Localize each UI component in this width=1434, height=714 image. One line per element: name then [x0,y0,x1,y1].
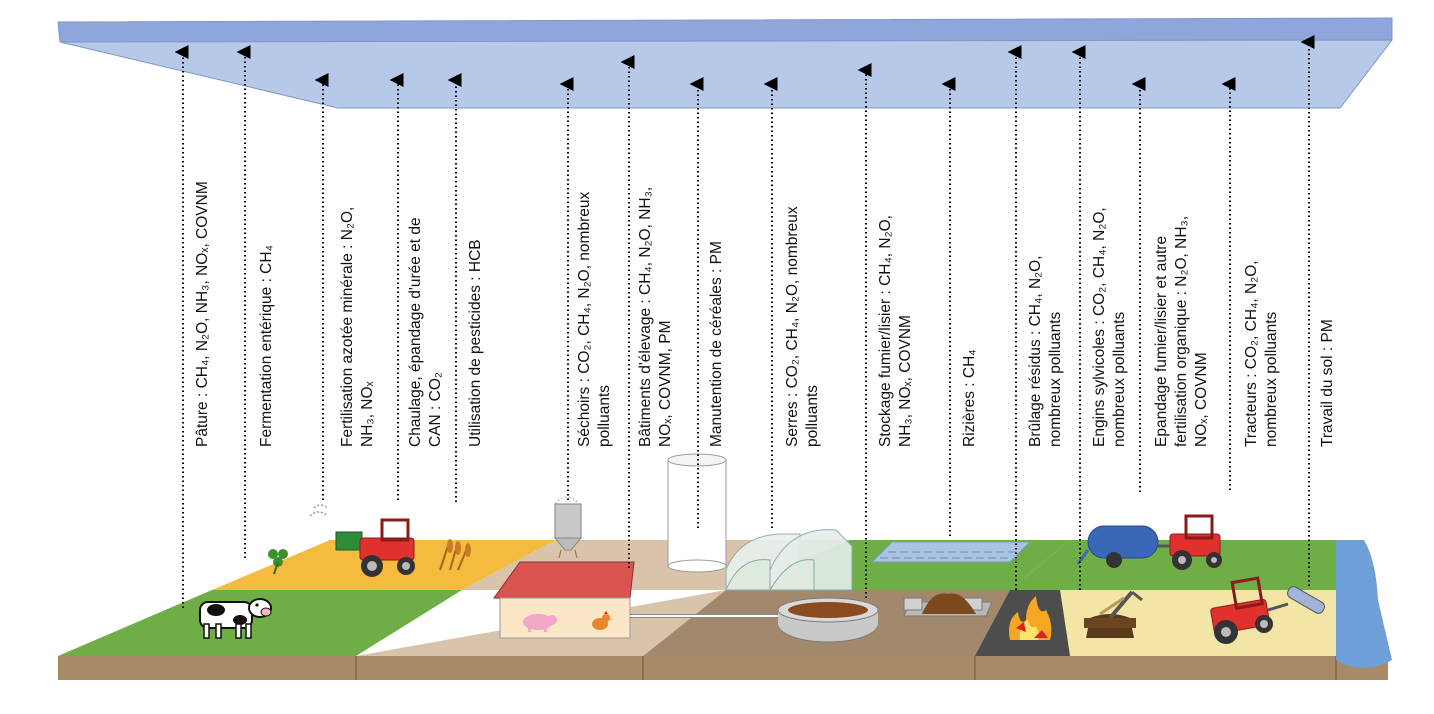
plough-tractor-icon [1210,576,1325,644]
canal [1336,540,1392,668]
label-fermentation: Fermentation entérique : CH₄ [257,245,277,447]
label-engins: Engins sylvicoles : CO₂, CH₄, N₂O,nombre… [1090,207,1130,447]
label-epandage-line-3: NOₓ, COVNM [1193,352,1210,447]
atmosphere-top-edge [57,17,1393,43]
silo-icon [553,496,583,559]
label-epandage-line-2: fertilisation organique : N₂O, NH₃, [1173,215,1190,447]
label-fertilisation: Fertilisation azotée minérale : N₂O,NH₃,… [338,207,378,447]
label-serres-line-1: Serres : CO₂, CH₄, N₂O, nombreux [784,206,801,447]
label-batiments-line-2: NOₓ, COVNM, PM [657,320,674,447]
manure-pit-icon [777,597,879,643]
atmosphere-slab [59,39,1394,109]
rice-paddy-icon [870,541,1032,563]
label-fertilisation-line-2: NH₃, NOₓ [359,381,376,447]
greenhouse-icon [725,529,853,591]
label-fermentation-line-1: Fermentation entérique : CH₄ [258,245,275,447]
label-manutention-line-1: Manutention de céréales : PM [708,241,725,447]
slurry-tanker-icon [1076,514,1222,570]
label-travail-line-1: Travail du sol : PM [1319,319,1336,447]
label-serres-line-2: polluants [804,384,821,447]
forest-machine-icon [1084,590,1143,638]
label-batiments: Bâtiments d'élevage : CH₄, N₂O, NH₃,NOₓ,… [636,187,676,447]
label-paturage-line-1: Pâture : CH₄, N₂O, NH₃, NOₓ, COVNM [194,181,211,447]
label-brulage-line-1: Brûlage résidus : CH₄, N₂O, [1027,255,1044,447]
label-paturage: Pâture : CH₄, N₂O, NH₃, NOₓ, COVNM [193,181,213,447]
cow-icon [199,598,272,639]
label-rizieres: Rizières : CH₄ [960,349,980,447]
label-tracteurs-line-1: Tracteurs : CO₂, CH₄, N₂O, [1243,260,1260,447]
label-batiments-line-1: Bâtiments d'élevage : CH₄, N₂O, NH₃, [637,186,654,447]
emission-arrows [174,35,1315,608]
barn-icon [493,561,790,639]
manure-heap-icon [903,593,993,617]
wheat-icon [439,539,471,571]
label-chaulage-line-2: CAN : CO₂ [427,372,444,447]
pig-icon [523,614,557,632]
label-sechoirs-line-1: Séchoirs : CO₂, CH₄, N₂O, nombreux [576,191,593,447]
atmosphere-layer [57,17,1394,109]
hen-icon [592,611,613,630]
label-pesticides-line-1: Utilisation de pesticides : HCB [467,239,484,447]
label-pesticides: Utilisation de pesticides : HCB [466,239,486,447]
label-stockage: Stockage fumier/lisier : CH₄, N₂O,NH₃, N… [876,215,916,447]
label-chaulage-line-1: Chaulage, épandage d'urée et de [407,217,424,447]
label-tracteurs: Tracteurs : CO₂, CH₄, N₂O,nombreux pollu… [1242,260,1282,447]
label-brulage: Brûlage résidus : CH₄, N₂O,nombreux poll… [1026,255,1066,447]
label-manutention: Manutention de céréales : PM [707,241,727,447]
label-tracteurs-line-2: nombreux polluants [1263,311,1280,447]
soil-side [58,656,1388,680]
label-stockage-line-1: Stockage fumier/lisier : CH₄, N₂O, [877,215,894,447]
label-epandage-line-1: Epandage fumier/lisier et autre [1153,235,1170,447]
label-engins-line-1: Engins sylvicoles : CO₂, CH₄, N₂O, [1091,207,1108,447]
label-stockage-line-2: NH₃, NOₓ, COVNM [897,315,914,447]
label-rizieres-line-1: Rizières : CH₄ [961,349,978,447]
pasture-field [58,590,462,656]
label-brulage-line-2: nombreux polluants [1047,311,1064,447]
tractor-icon [309,504,415,577]
label-travail: Travail du sol : PM [1318,319,1338,447]
clover-icon [268,549,288,575]
label-fertilisation-line-1: Fertilisation azotée minérale : N₂O, [339,206,356,447]
label-engins-line-2: nombreux polluants [1111,311,1128,447]
label-sechoirs-line-2: polluants [596,384,613,447]
fire-icon [1009,596,1052,640]
